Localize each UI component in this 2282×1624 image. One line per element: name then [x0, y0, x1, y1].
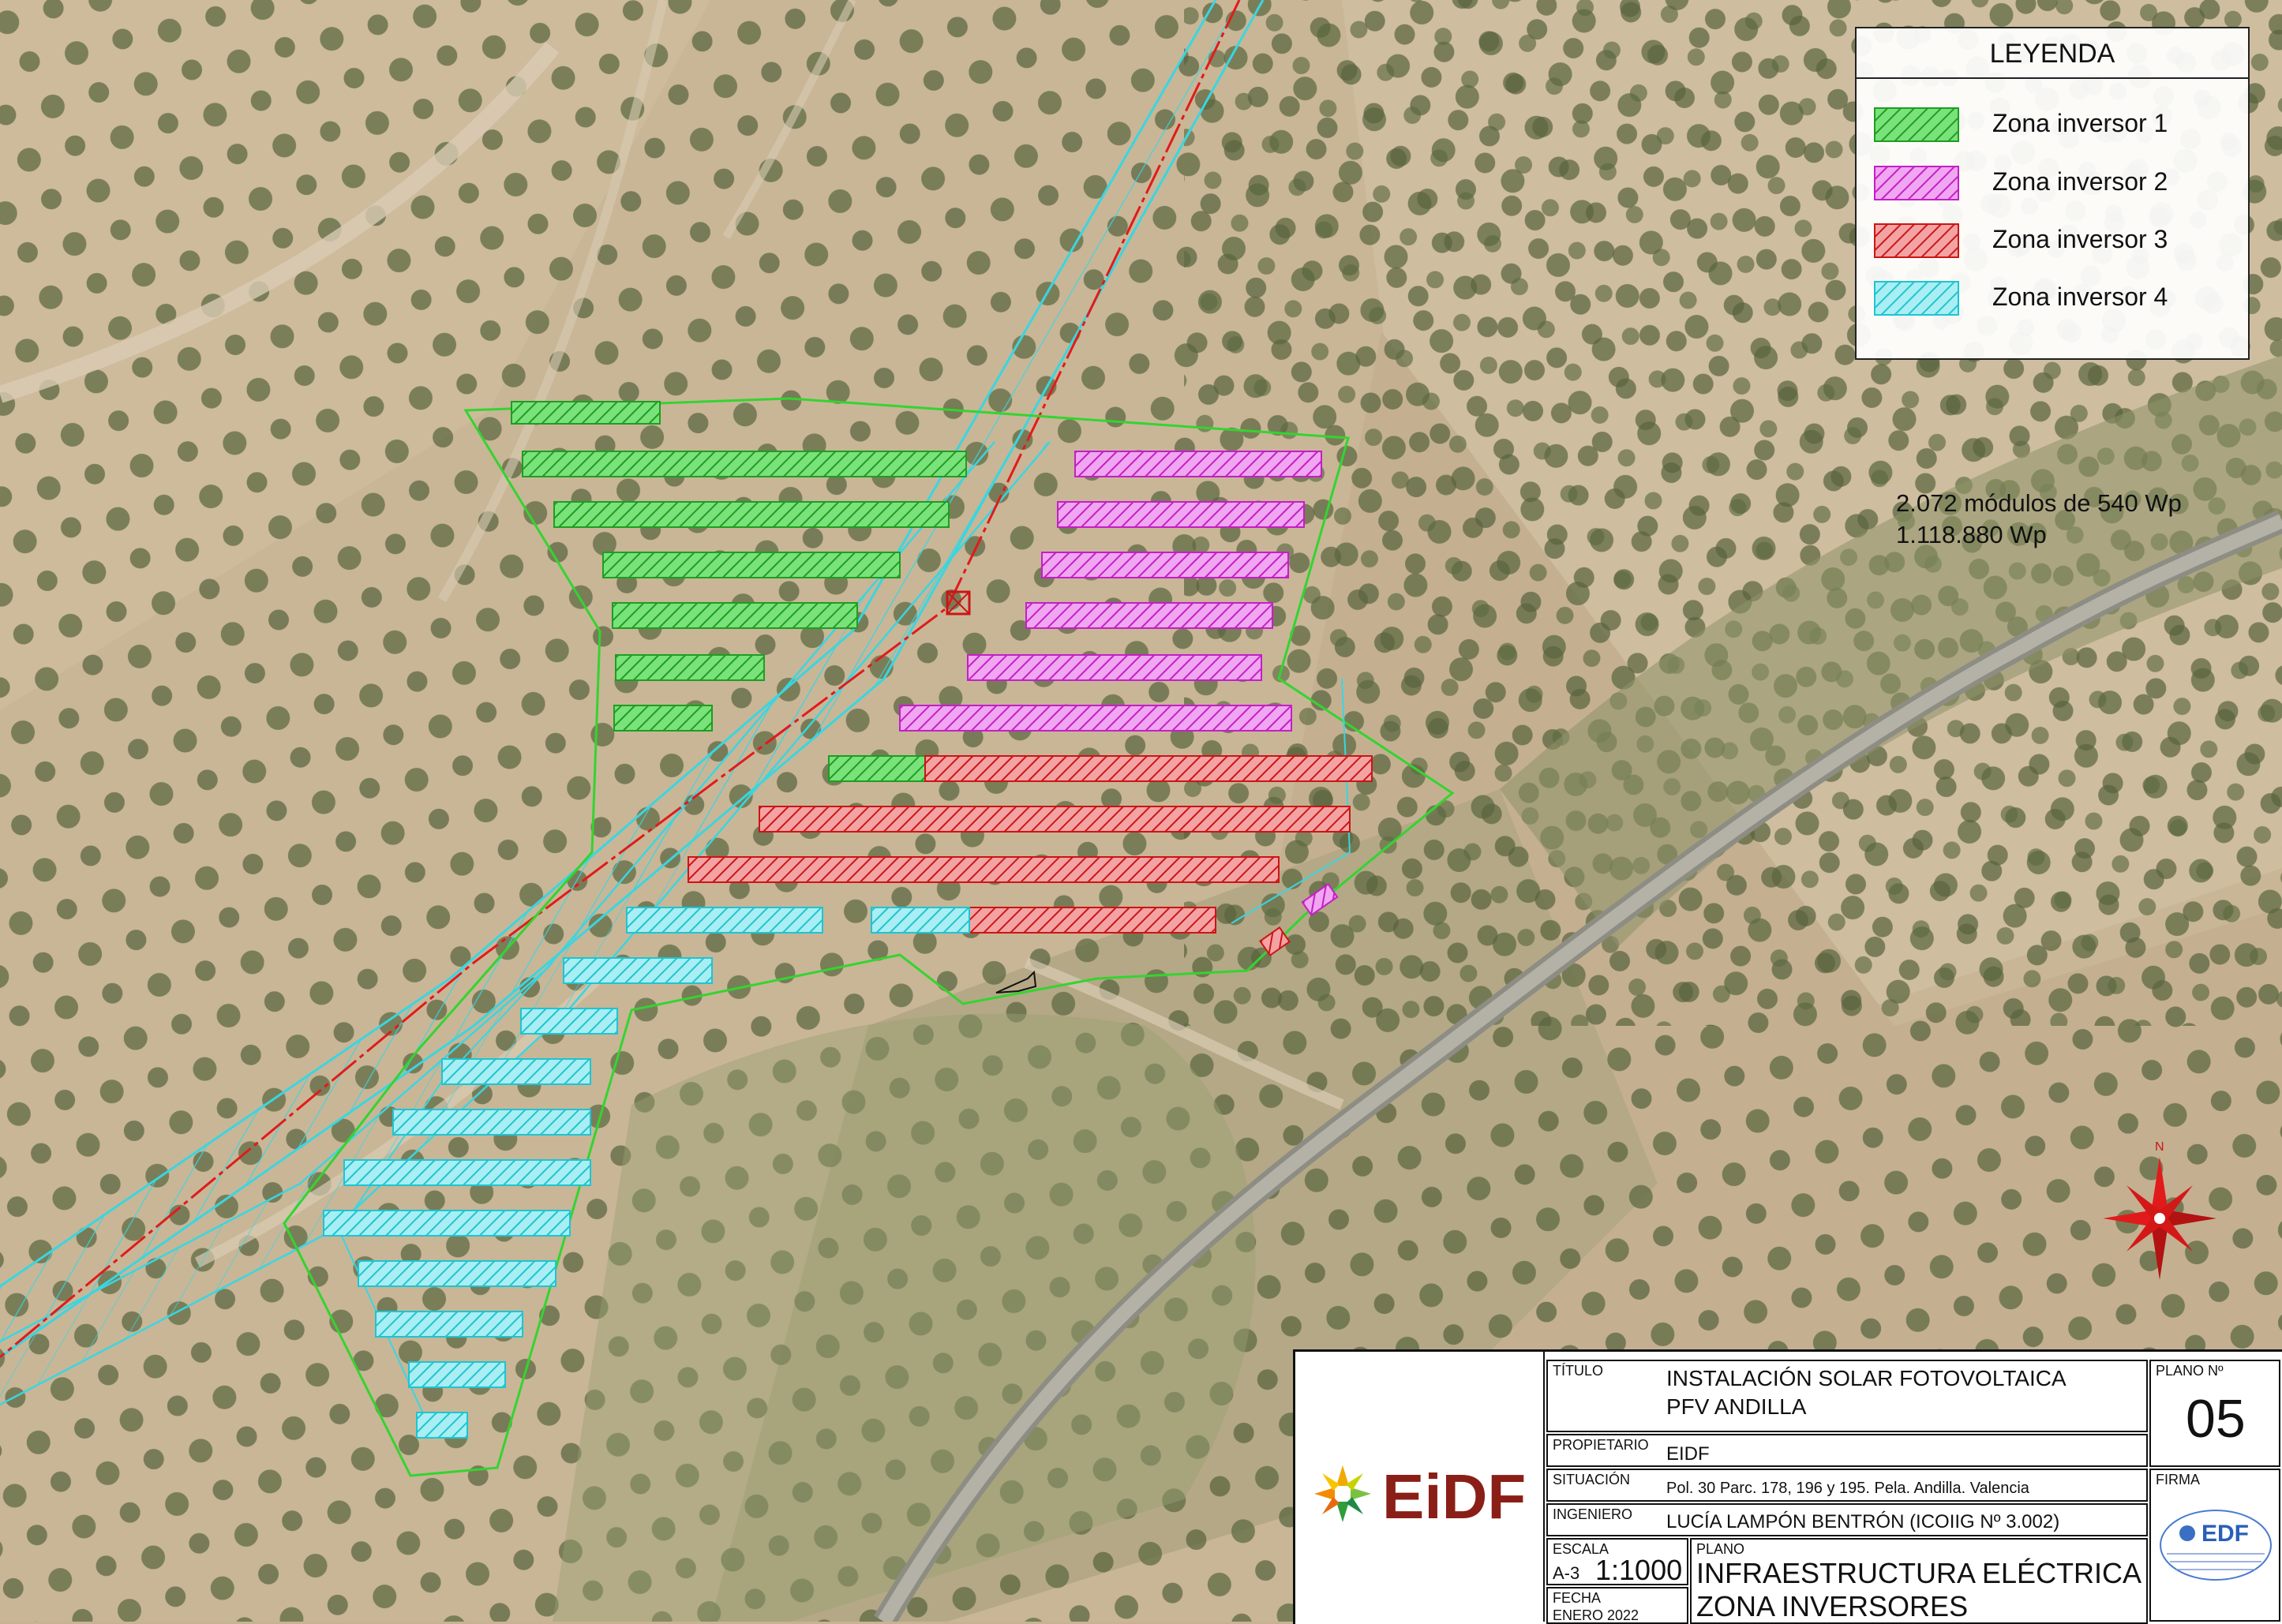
- firma-cell: FIRMA EDF: [2149, 1469, 2280, 1622]
- sun-logo-icon: [1314, 1465, 1371, 1522]
- propietario-value: EIDF: [1666, 1443, 1710, 1465]
- propietario-label: PROPIETARIO: [1553, 1437, 1649, 1453]
- zone-3-rows: [688, 590, 1373, 957]
- escala-value: 1:1000: [1595, 1554, 1683, 1586]
- plano-line1: INFRAESTRUCTURA ELÉCTRICA: [1696, 1557, 2142, 1589]
- situacion-cell: SITUACIÓN Pol. 30 Parc. 178, 196 y 195. …: [1546, 1469, 2148, 1502]
- north-arrow-icon: N: [2103, 1140, 2216, 1280]
- zone-2-rows: [899, 451, 1339, 917]
- zone-1-swatch: [1874, 107, 1959, 142]
- zone-4-rows: [323, 907, 970, 1439]
- propietario-cell: PROPIETARIO EIDF: [1546, 1434, 2148, 1467]
- legend-item-zone-3: Zona inversor 3: [1874, 223, 2237, 260]
- zone-3-swatch: [1874, 223, 1959, 258]
- stamp-text: EDF: [2201, 1521, 2249, 1547]
- situacion-value: Pol. 30 Parc. 178, 196 y 195. Pela. Andi…: [1666, 1480, 2029, 1497]
- titulo-line2: PFV ANDILLA: [1666, 1394, 1807, 1419]
- legend-item-zone-2: Zona inversor 2: [1874, 166, 2237, 202]
- situacion-label: SITUACIÓN: [1553, 1472, 1631, 1487]
- plano-line2: ZONA INVERSORES: [1696, 1590, 1969, 1622]
- plano-label: PLANO: [1696, 1541, 1745, 1557]
- escala-cell: ESCALA A-3 1:1000: [1546, 1538, 1688, 1586]
- legend-label: Zona inversor 1: [1992, 109, 2168, 137]
- fecha-value: ENERO 2022: [1553, 1607, 1639, 1623]
- legend-item-zone-4: Zona inversor 4: [1874, 281, 2237, 317]
- map-legend: LEYENDA Zona inversor 1 Zona inversor 2 …: [1855, 27, 2250, 360]
- zone-1-rows: [511, 401, 967, 782]
- plano-no-label: PLANO Nº: [2156, 1363, 2224, 1379]
- ingeniero-cell: INGENIERO LUCÍA LAMPÓN BENTRÓN (ICOIIG N…: [1546, 1503, 2148, 1536]
- titulo-cell: TÍTULO INSTALACIÓN SOLAR FOTOVOLTAICA PF…: [1546, 1360, 2148, 1432]
- legend-item-zone-1: Zona inversor 1: [1874, 107, 2237, 144]
- fecha-label: FECHA: [1553, 1590, 1602, 1606]
- title-block: EiDF TÍTULO INSTALACIÓN SOLAR FOTOVOLTAI…: [1293, 1349, 2282, 1624]
- escala-label: ESCALA: [1553, 1541, 1609, 1557]
- legend-label: Zona inversor 3: [1992, 225, 2168, 253]
- legend-label: Zona inversor 4: [1992, 283, 2168, 311]
- signature-stamp-icon: EDF: [2160, 1510, 2272, 1581]
- company-logo: EiDF: [1295, 1352, 1545, 1622]
- zone-4-swatch: [1874, 281, 1959, 316]
- titulo-label: TÍTULO: [1553, 1363, 1604, 1379]
- plano-cell: PLANO INFRAESTRUCTURA ELÉCTRICA ZONA INV…: [1690, 1538, 2148, 1624]
- ingeniero-label: INGENIERO: [1553, 1506, 1633, 1522]
- escala-format: A-3: [1553, 1563, 1580, 1583]
- plano-numero-cell: PLANO Nº 05: [2149, 1360, 2280, 1467]
- ingeniero-value: LUCÍA LAMPÓN BENTRÓN (ICOIIG Nº 3.002): [1666, 1511, 2060, 1532]
- legend-title: LEYENDA: [1857, 28, 2248, 79]
- firma-label: FIRMA: [2156, 1472, 2200, 1487]
- logo-text: EiDF: [1382, 1461, 1527, 1532]
- titulo-line1: INSTALACIÓN SOLAR FOTOVOLTAICA: [1666, 1366, 2067, 1390]
- plano-number: 05: [2186, 1389, 2246, 1449]
- zone-2-swatch: [1874, 166, 1959, 200]
- svg-text:N: N: [2155, 1140, 2164, 1154]
- fecha-cell: FECHA ENERO 2022: [1546, 1587, 1688, 1624]
- total-power-text: 1.118.880 Wp: [1896, 521, 2047, 548]
- modules-count-text: 2.072 módulos de 540 Wp: [1896, 489, 2182, 517]
- legend-label: Zona inversor 2: [1992, 167, 2168, 196]
